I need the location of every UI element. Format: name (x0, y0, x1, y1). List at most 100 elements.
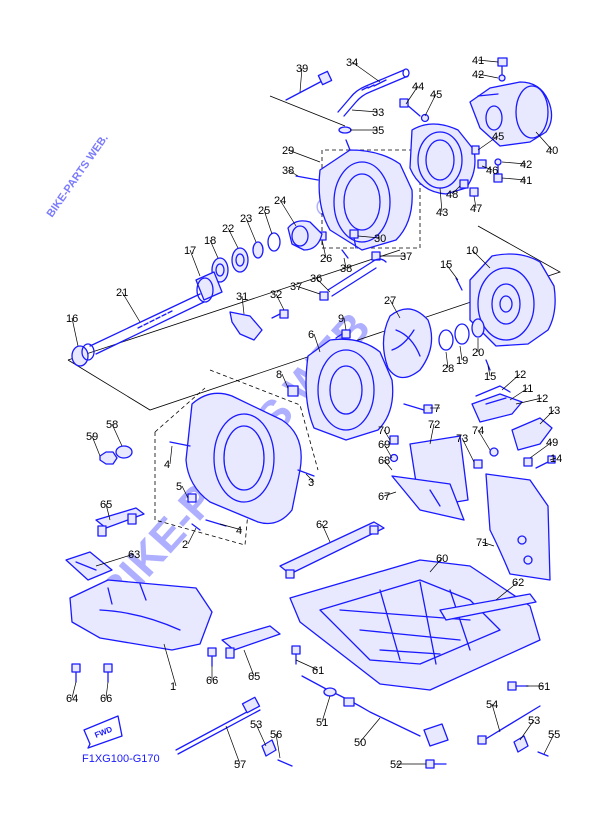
leader-line-3 (305, 473, 315, 483)
leader-line-6 (313, 333, 321, 353)
bolt-47 (469, 187, 479, 197)
callout-label-42b: 42 (520, 159, 532, 171)
callout-label-57: 57 (234, 759, 246, 771)
callout-74: 74 (472, 425, 491, 451)
nut-59 (99, 451, 118, 465)
callout-44: 44 (405, 81, 424, 105)
bearing-22 (231, 247, 249, 273)
washer-69 (389, 453, 399, 463)
callout-label-71: 71 (476, 537, 488, 549)
callout-label-54: 54 (486, 699, 498, 711)
bracket-11 (471, 393, 523, 423)
callout-label-61a: 61 (312, 665, 324, 677)
callout-label-69: 69 (378, 439, 390, 451)
callout-label-28: 28 (442, 363, 454, 375)
callout-51: 51 (316, 695, 331, 729)
leader-line-23 (245, 217, 257, 243)
leader-line-31 (241, 295, 245, 315)
callout-label-41b: 41 (520, 175, 532, 187)
washer-58 (115, 445, 133, 459)
callout-label-53a: 53 (250, 719, 262, 731)
callout-4b: 4 (219, 523, 243, 537)
callout-9: 9 (338, 313, 347, 331)
callout-23: 23 (240, 213, 257, 243)
callout-32: 32 (270, 289, 285, 311)
callout-label-30: 30 (374, 233, 386, 245)
callout-label-12a: 12 (514, 369, 526, 381)
leader-line-5 (181, 485, 189, 499)
callout-label-29: 29 (282, 145, 294, 157)
callout-15a: 15 (440, 259, 459, 281)
callout-19: 19 (456, 345, 468, 367)
callout-label-24: 24 (274, 195, 286, 207)
callout-label-34: 34 (346, 57, 358, 69)
bolt-37b (319, 291, 329, 301)
callout-label-17: 17 (184, 245, 196, 257)
callout-69: 69 (378, 439, 393, 459)
callout-label-65b: 65 (248, 671, 260, 683)
leader-line-63 (95, 553, 135, 567)
ring-28 (438, 329, 454, 351)
pump-body-10 (469, 253, 556, 347)
callout-37b: 37 (290, 281, 321, 295)
clip-53b (513, 735, 529, 753)
callout-label-39: 39 (296, 63, 308, 75)
callout-15b: 15 (484, 365, 496, 383)
callout-42b: 42 (501, 159, 532, 171)
callout-10: 10 (466, 245, 491, 269)
callout-28: 28 (442, 351, 454, 375)
bolt-39 (285, 70, 333, 101)
leader-line-33 (351, 109, 379, 113)
leader-line-32 (275, 293, 285, 311)
callout-46: 46 (481, 165, 498, 177)
callout-6: 6 (308, 329, 321, 353)
callout-31: 31 (236, 291, 248, 315)
bolt-61b (507, 681, 529, 691)
seal-23 (252, 241, 264, 259)
fwd-arrow: FWD (83, 715, 123, 749)
callout-73: 73 (456, 433, 475, 463)
leader-line-66b (105, 681, 109, 699)
callout-4a: 4 (164, 445, 173, 471)
callout-35: 35 (350, 125, 384, 137)
leader-line-24 (279, 199, 297, 227)
shaft-21 (89, 293, 205, 355)
oring-25 (267, 232, 281, 252)
leader-line-19 (459, 345, 463, 361)
pin-2 (191, 523, 201, 531)
callout-label-36: 36 (310, 273, 322, 285)
bolt-48 (459, 179, 469, 189)
leader-line-22 (227, 227, 239, 249)
callout-50: 50 (354, 717, 381, 749)
leader-line-71 (481, 541, 495, 547)
pin-38b (341, 249, 349, 259)
callout-label-55: 55 (548, 729, 560, 741)
callout-label-11: 11 (522, 383, 533, 395)
callout-22: 22 (222, 223, 239, 249)
parts-layer: FWD (65, 57, 556, 769)
leader-line-62a (321, 523, 331, 543)
leader-line-26 (321, 239, 327, 259)
cable-end-50 (423, 723, 449, 747)
leader-line-4b (219, 523, 243, 531)
callout-34: 34 (346, 57, 381, 83)
bolt-7 (403, 403, 433, 414)
callout-label-66a: 66 (206, 675, 218, 687)
leader-line-67 (383, 491, 397, 497)
callout-49: 49 (529, 437, 558, 459)
callout-57: 57 (225, 725, 246, 771)
callout-55: 55 (543, 729, 560, 755)
callout-56: 56 (270, 729, 282, 759)
leader-line-62b (495, 581, 519, 601)
bracket-65b (221, 625, 281, 659)
callout-label-53b: 53 (528, 715, 540, 727)
callout-label-16: 16 (66, 313, 78, 325)
leader-line-4a (169, 445, 173, 465)
callout-53a: 53 (250, 719, 267, 747)
callout-label-48: 48 (446, 189, 458, 201)
leader-line-47 (473, 195, 477, 209)
callout-label-3: 3 (308, 477, 314, 489)
callout-label-15b: 15 (484, 371, 496, 383)
leader-line-50 (359, 717, 381, 743)
callout-38b: 38 (340, 257, 352, 275)
